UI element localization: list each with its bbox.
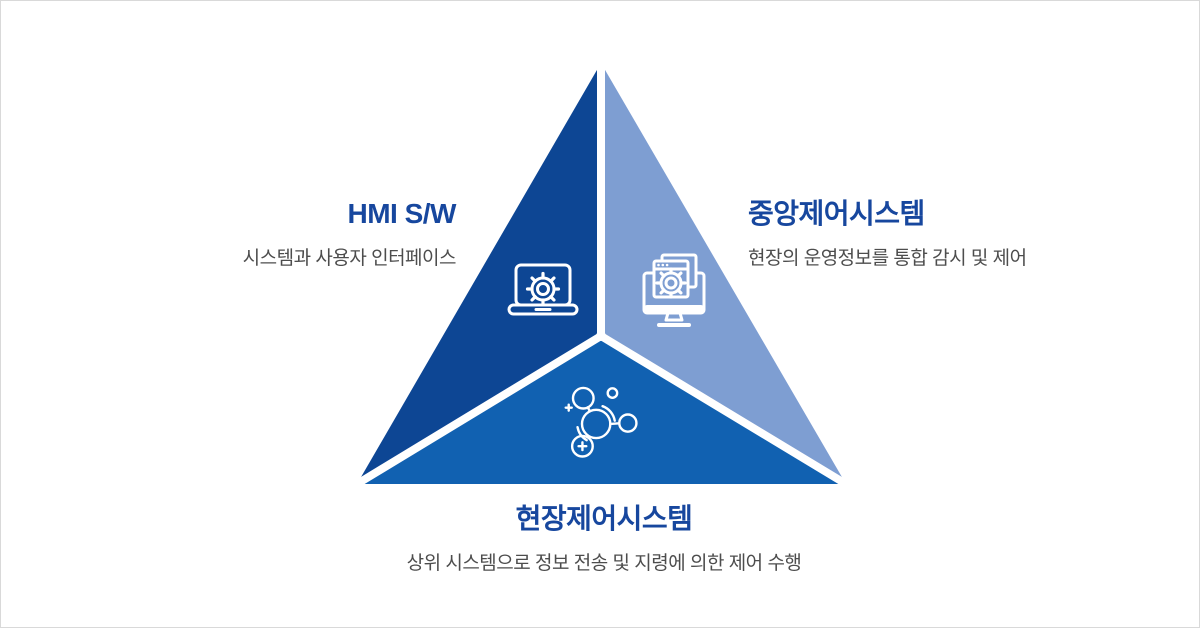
molecule-icon xyxy=(564,386,638,458)
field-title: 현장제어시스템 xyxy=(515,503,693,534)
plus-marks xyxy=(564,403,588,452)
hmi-title: HMI S/W xyxy=(347,198,457,229)
field-label-block: 현장제어시스템 상위 시스템으로 정보 전송 및 지령에 의한 제어 수행 xyxy=(407,503,802,575)
field-subtitle: 상위 시스템으로 정보 전송 및 지령에 의한 제어 수행 xyxy=(406,553,802,575)
central-title: 중앙제어시스템 xyxy=(748,198,925,229)
gear-teeth xyxy=(655,267,687,299)
hmi-subtitle: 시스템과 사용자 인터페이스 xyxy=(242,248,457,270)
central-section-shape xyxy=(601,63,846,484)
hmi-section-shape xyxy=(357,63,601,484)
central-label-block: 중앙제어시스템 현장의 운영정보를 통합 감시 및 제어 xyxy=(748,198,1027,270)
monitor-gear-icon xyxy=(642,253,706,327)
hmi-label-block: HMI S/W 시스템과 사용자 인터페이스 xyxy=(242,198,457,270)
laptop-gear-icon xyxy=(507,263,579,316)
central-subtitle: 현장의 운영정보를 통합 감시 및 제어 xyxy=(748,248,1027,270)
gear-teeth xyxy=(525,271,561,307)
section-dividers xyxy=(354,63,849,488)
